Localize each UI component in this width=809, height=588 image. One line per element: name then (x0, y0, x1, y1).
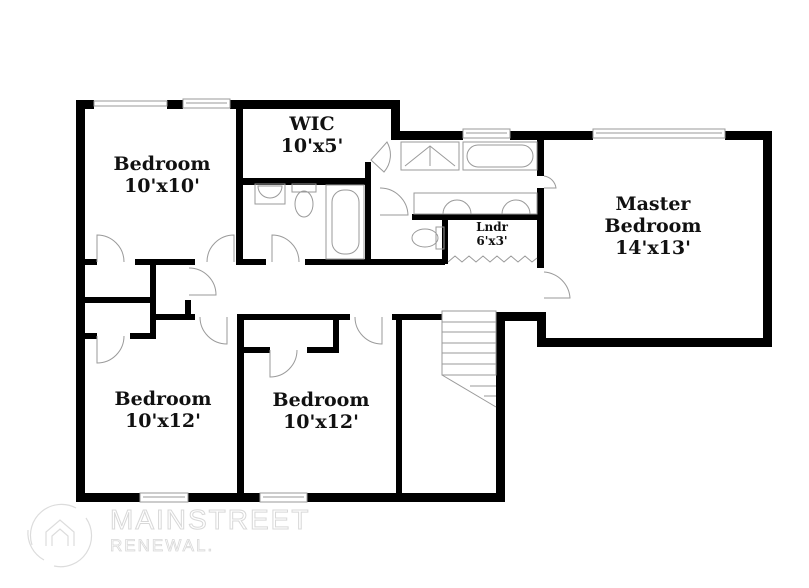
master-toilet-icon (411, 228, 439, 248)
vanity-icon (413, 192, 538, 215)
watermark-line-1: MAINSTREET (109, 504, 311, 536)
room-label-bedroom-2: Bedroom 10'x12' (114, 388, 212, 432)
sink-icon (254, 183, 286, 205)
stairs-icon (441, 310, 497, 408)
doors (96, 141, 571, 378)
master-tub-icon (462, 141, 538, 171)
room-label-wic: WIC 10'x5' (280, 113, 344, 157)
fixtures (254, 141, 538, 408)
toilet-icon (294, 190, 314, 218)
exterior-walls (76, 100, 772, 502)
watermark-logo: MAINSTREET RENEWAL. (24, 500, 324, 570)
house-circle-logo-icon (27, 503, 93, 568)
room-label-bedroom-3: Bedroom 10'x12' (272, 389, 370, 433)
windows (93, 98, 726, 503)
room-label-bedroom-1: Bedroom 10'x10' (113, 153, 211, 197)
room-label-master-bedroom: Master Bedroom 14'x13' (604, 193, 702, 259)
bathtub-icon (325, 184, 365, 260)
room-label-laundry: Lndr 6'x3' (476, 220, 508, 248)
interior-walls (85, 100, 544, 500)
shower-icon (400, 141, 460, 171)
watermark-line-2: RENEWAL. (110, 536, 215, 556)
